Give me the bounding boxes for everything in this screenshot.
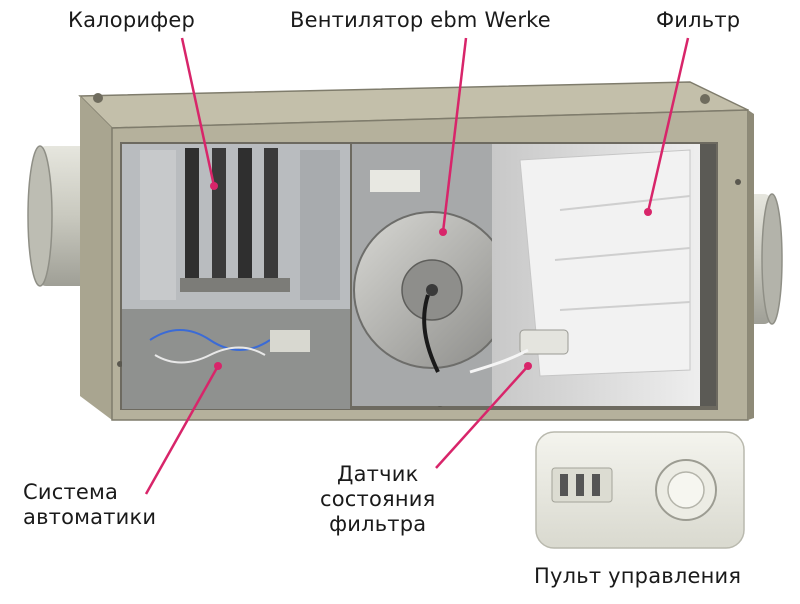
heater-compartment [122, 144, 350, 409]
label-sensor-line-1: Датчик [337, 462, 419, 486]
label-automation-line-1: Система [23, 480, 119, 504]
thermostat-remote-illustration [535, 431, 745, 549]
leader-automation [144, 365, 220, 495]
label-fan: Вентилятор ebm Werke [290, 8, 551, 32]
label-heater: Калорифер [68, 8, 196, 32]
leader-fan [441, 37, 468, 233]
label-filter: Фильтр [656, 8, 741, 32]
leader-filter [646, 37, 690, 213]
leader-lines [144, 37, 690, 495]
label-automation-system: Система автоматики [23, 480, 156, 530]
leader-sensor [435, 365, 529, 469]
leader-heater [180, 37, 216, 187]
label-remote-control: Пульт управления [534, 564, 742, 588]
label-sensor-line-2: состояния [320, 487, 436, 511]
label-filter-sensor: Датчик состояния фильтра [320, 462, 435, 537]
filter-compartment [469, 144, 716, 406]
label-sensor-line-3: фильтра [329, 512, 427, 536]
leader-dots [210, 182, 652, 370]
fan-compartment [352, 144, 511, 406]
label-automation-line-2: автоматики [23, 505, 157, 529]
